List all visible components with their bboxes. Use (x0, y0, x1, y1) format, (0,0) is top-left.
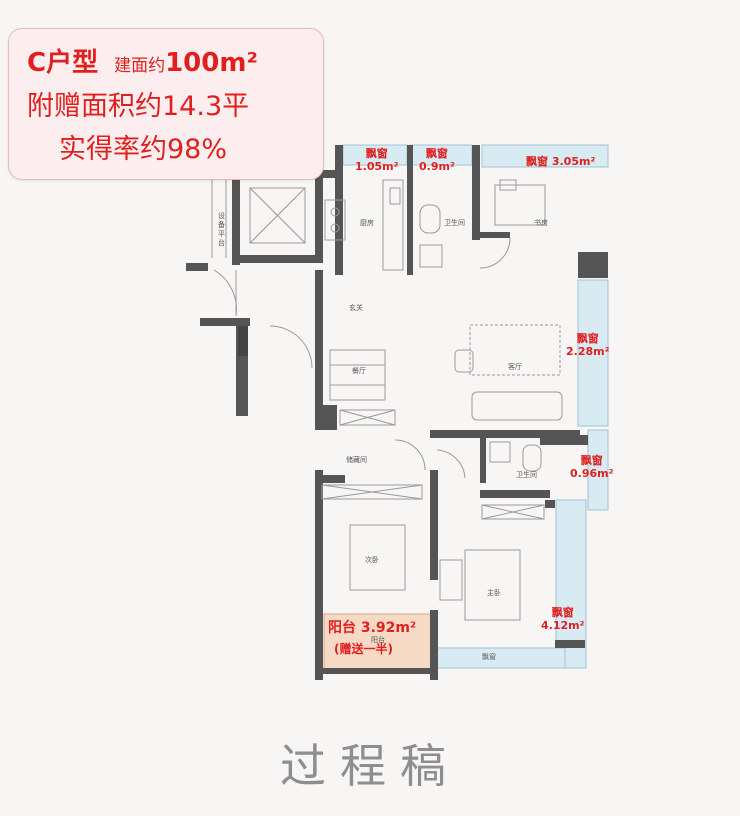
bay-window-title: 飘窗 (365, 147, 388, 160)
room-entry: 玄关 (349, 304, 363, 312)
balcony-label: 阳台 3.92m² (328, 620, 417, 636)
bay-window-label: 飘窗 0.9m² (419, 147, 455, 173)
area-label: 建面约 (114, 56, 166, 76)
room-living: 客厅 (508, 363, 522, 371)
bay-window-area: 0.96m² (570, 467, 614, 480)
fixtures (211, 179, 563, 621)
bay-window-label: 飘窗 0.96m² (570, 454, 613, 480)
room-equipment-platform: 设备平台 (218, 212, 225, 247)
bay-window-area: 2.28m² (566, 345, 610, 358)
room-bathroom-1: 卫生间 (444, 219, 465, 227)
bay-window-title: 飘窗 (425, 147, 448, 160)
bay-window-area: 4.12m² (541, 619, 585, 632)
balcony-note: (赠送一半) (334, 642, 393, 656)
headline: C户型建面约100m² (27, 42, 258, 79)
bay-window-title: 飘窗 (551, 606, 574, 619)
draft-watermark: 过程稿 (280, 739, 460, 793)
bay-window-small-label: 飘窗 (482, 653, 496, 661)
shaft (238, 326, 248, 356)
unit-type: C户型 (27, 48, 99, 78)
bonus-area: 附赠面积约14.3平 (27, 91, 250, 122)
balcony-small-label: 阳台 (371, 636, 385, 644)
bay-window-area: 1.05m² (355, 160, 399, 173)
bay-window-area: 3.05m² (551, 155, 596, 168)
room-master-bedroom: 主卧 (487, 589, 501, 597)
room-storage: 储藏间 (346, 456, 367, 464)
bay-window-title: 飘窗 (576, 332, 599, 345)
room-bathroom-2: 卫生间 (516, 471, 537, 479)
room-dining: 餐厅 (352, 367, 366, 375)
room-kitchen: 厨房 (360, 219, 374, 227)
room-second-bedroom: 次卧 (365, 556, 379, 564)
info-box: C户型建面约100m² 附赠面积约14.3平 实得率约98% (8, 28, 324, 180)
walls (186, 145, 608, 680)
bay-window-label: 飘窗 4.12m² (541, 606, 584, 632)
room-study: 书房 (534, 219, 548, 227)
area-value: 100m² (165, 48, 258, 78)
bay-window-areas (342, 144, 609, 669)
bay-window-label: 飘窗 2.28m² (566, 332, 609, 358)
bay-window-title: 飘窗 (580, 454, 603, 467)
usable-ratio: 实得率约98% (59, 134, 228, 165)
bay-window-area: 0.9m² (419, 160, 455, 173)
bay-window-title: 飘窗 (526, 155, 548, 168)
bay-window-label: 飘窗 3.05m² (526, 155, 595, 168)
bay-window-label: 飘窗 1.05m² (355, 147, 398, 173)
balcony-area (323, 613, 435, 671)
